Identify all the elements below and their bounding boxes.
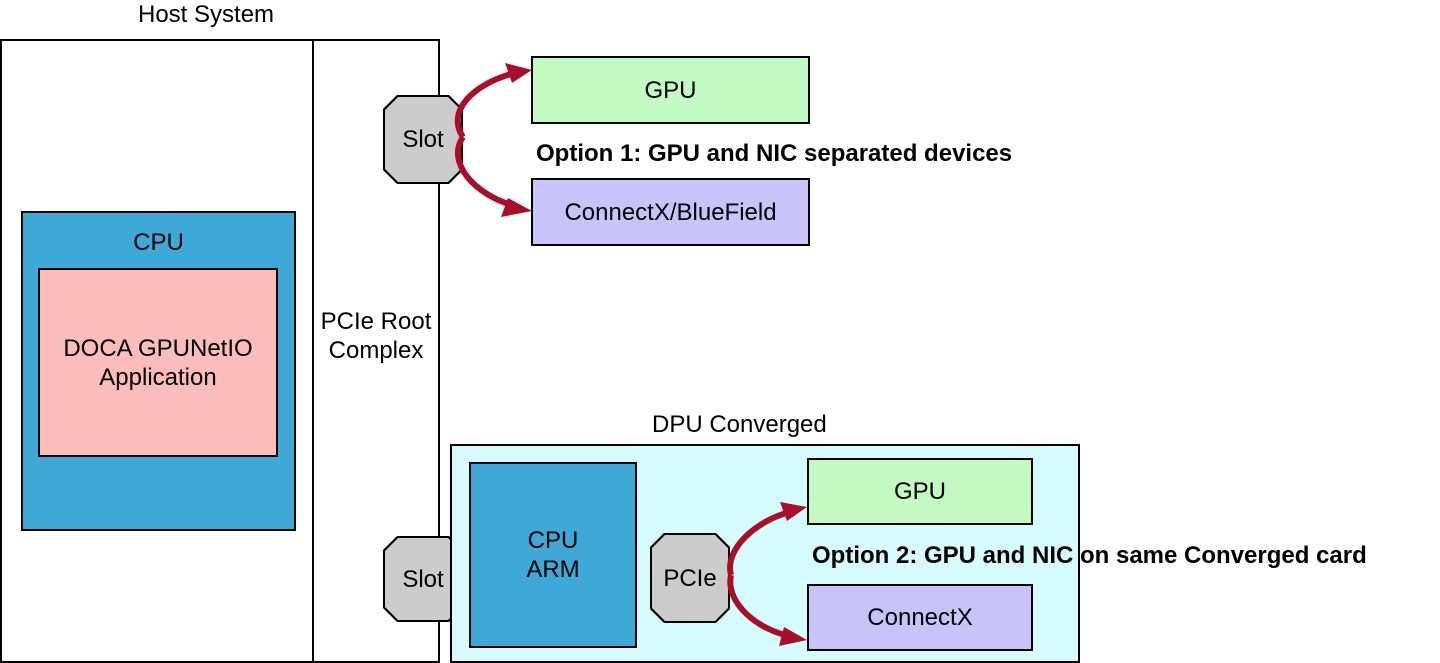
- dpu-nic-label: ConnectX: [867, 604, 973, 631]
- arrow-head-dpu-nic: [779, 627, 807, 646]
- doca-gpunetio-app-box: DOCA GPUNetIO Application: [38, 268, 278, 457]
- dpu-converged-title: DPU Converged: [652, 411, 827, 438]
- arrow-head-nic: [501, 198, 532, 217]
- arrow-head-gpu: [505, 63, 532, 83]
- arrow-pcie-to-gpu: [727, 509, 791, 576]
- dpu-pcie-node: PCIe: [650, 533, 730, 623]
- option1-gpu-box: GPU: [531, 56, 810, 124]
- option1-caption: Option 1: GPU and NIC separated devices: [536, 140, 1013, 167]
- option2-caption: Option 2: GPU and NIC on same Converged …: [812, 542, 1367, 569]
- arrow-slot-to-nic: [455, 135, 516, 209]
- arrow-head-dpu-gpu: [780, 502, 807, 521]
- dpu-pcie-label: PCIe: [663, 564, 717, 592]
- arrow-pcie-to-nic: [727, 574, 791, 639]
- dpu-gpu-label: GPU: [893, 478, 946, 505]
- doca-gpunetio-app-label: DOCA GPUNetIO Application: [63, 334, 253, 391]
- slot-bottom: Slot: [383, 536, 463, 622]
- slot-bottom-label: Slot: [402, 565, 444, 593]
- dpu-cpu-arm-label: CPU ARM: [526, 527, 580, 583]
- host-cpu-label: CPU: [133, 229, 184, 256]
- pcie-root-complex-label: PCIe Root Complex: [320, 308, 432, 364]
- pcie-root-divider: [312, 39, 314, 663]
- dpu-nic-box: ConnectX: [807, 584, 1033, 651]
- arrow-slot-to-gpu: [454, 70, 516, 139]
- option1-nic-box: ConnectX/BlueField: [531, 178, 810, 246]
- option1-nic-label: ConnectX/BlueField: [564, 198, 777, 226]
- dpu-cpu-arm-box: [469, 462, 637, 648]
- host-system-box: [0, 39, 440, 663]
- option1-gpu-label: GPU: [644, 76, 697, 104]
- dpu-gpu-box: GPU: [807, 458, 1033, 525]
- slot-top-label: Slot: [402, 126, 444, 153]
- host-system-title: Host System: [138, 1, 275, 28]
- slot-top: Slot: [383, 95, 463, 184]
